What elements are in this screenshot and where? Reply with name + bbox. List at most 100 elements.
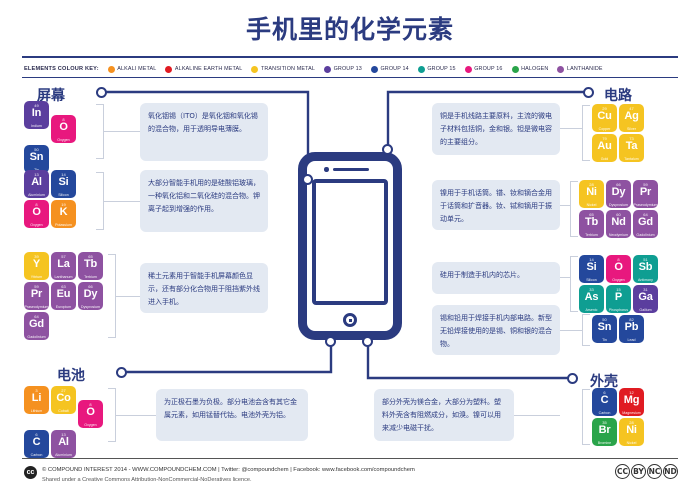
wire-battery (125, 339, 333, 374)
tile-symbol: Ga (638, 291, 653, 303)
bracket-lead-circuitry-chips (560, 277, 570, 278)
tile-name: Tin (24, 168, 49, 172)
tile-name: Bromine (597, 440, 612, 445)
tile-symbol: O (59, 121, 68, 133)
bracket-lead-screen-glass (104, 201, 140, 202)
key-item-halogen: HALOGEN (511, 65, 549, 73)
bracket-screen-rare-earth (108, 254, 116, 338)
tile-row: 33 As Arsenic 15 P Phosphorus 31 Ga Gall… (579, 285, 658, 313)
tile-name: Potassium (55, 222, 72, 227)
node-casing (567, 373, 578, 384)
tile-symbol: La (57, 258, 70, 270)
element-tile: 3 Li Lithium (24, 386, 49, 414)
tile-number: 8 (35, 201, 38, 207)
footer-text: © COMPOUND INTEREST 2014 - WWW.COMPOUNDC… (42, 465, 415, 485)
element-tile: 79 Au Gold (592, 134, 617, 162)
wire-circuitry (386, 90, 589, 152)
tile-number: 29 (602, 105, 607, 111)
text-block-screen-rare-earth: 稀土元素用于智能手机屏幕颜色显示，还有部分化合物用于阻挡紫外线进入手机。 (140, 263, 268, 313)
tile-symbol: Al (58, 436, 69, 448)
key-dot-icon (557, 65, 565, 73)
tile-symbol: Tb (584, 216, 599, 228)
element-tile: 59 Pr Praseodymium (633, 180, 658, 208)
tile-symbol: In (31, 107, 42, 119)
tile-name: Oxygen (612, 277, 625, 282)
element-tile: 59 Pr Praseodymium (24, 282, 49, 310)
key-item-alkali-metal: ALKALI METAL (107, 65, 157, 73)
tileset-screen-ito: 49 In Indium 8 O Oxygen 50 Sn Tin (24, 101, 76, 175)
key-item-group-16: GROUP 16 (464, 65, 503, 73)
tile-name: Gold (600, 156, 609, 161)
tile-symbol: Dy (611, 186, 626, 198)
tile-name: Cobalt (58, 408, 69, 413)
phone-speaker-icon (333, 167, 369, 171)
tile-name: Silver (627, 126, 636, 131)
divider-bottom (22, 77, 678, 78)
tile-number: 19 (61, 201, 66, 207)
tileset-screen-rare-earth: 39 Y Yttrium 57 La Lanthanum 65 Tb Terbi… (24, 252, 103, 342)
divider-top (22, 56, 678, 58)
key-text: GROUP 16 (474, 66, 503, 72)
element-tile: 14 Si Silicon (51, 170, 76, 198)
tile-symbol: Nd (611, 216, 626, 228)
tile-number: 73 (629, 135, 634, 141)
tile-symbol: Gd (29, 318, 44, 330)
key-dot-icon (165, 65, 173, 73)
element-tile: 63 Eu Europium (51, 282, 76, 310)
element-tile: 13 Al Aluminium (24, 170, 49, 198)
tile-symbol: Sn (29, 151, 44, 163)
key-item-alkaline-earth-metal: ALKALINE EARTH METAL (165, 65, 242, 73)
element-tile: 39 Y Yttrium (24, 252, 49, 280)
tile-symbol: Mg (623, 394, 640, 406)
tile-number: 79 (602, 135, 607, 141)
page-title: 手机里的化学元素 (245, 16, 454, 44)
tile-number: 6 (35, 431, 38, 437)
tile-name: Gallium (639, 307, 652, 312)
element-tile: 64 Gd Gadolinium (633, 210, 658, 238)
tile-symbol: As (584, 291, 599, 303)
tile-number: 49 (34, 102, 39, 108)
tile-row: 6 C Carbon 13 Al Aluminium (24, 430, 103, 458)
tile-symbol: K (59, 206, 68, 218)
bracket-circuitry-magnets (570, 181, 578, 237)
tile-number: 28 (589, 181, 594, 187)
tile-number: 59 (34, 283, 39, 289)
key-item-group-15: GROUP 15 (417, 65, 456, 73)
key-text: GROUP 13 (333, 66, 362, 72)
tile-name: Lithium (30, 408, 43, 413)
tile-row: 14 Si Silicon 8 O Oxygen 51 Sb Antimony (579, 255, 658, 283)
element-tile: 6 C Carbon (24, 430, 49, 458)
creative-commons-badge-icon: cc (24, 466, 37, 479)
tile-symbol: Br (598, 424, 611, 436)
tileset-battery: 3 Li Lithium 27 Co Cobalt 8 O Oxygen 6 C… (24, 386, 103, 460)
element-tile: 8 O Oxygen (78, 400, 103, 428)
tile-number: 50 (34, 146, 39, 152)
tile-number: 13 (61, 431, 66, 437)
key-dot-icon (464, 65, 472, 73)
node-battery (116, 367, 127, 378)
tile-row: 28 Ni Nickel 66 Dy Dysprosium 59 Pr Pras… (579, 180, 658, 208)
tile-symbol: Ni (586, 186, 597, 198)
node-screen (96, 87, 107, 98)
tile-symbol: Y (32, 258, 41, 270)
tile-symbol: Pb (624, 321, 639, 333)
tile-name: Nickel (626, 440, 637, 445)
element-tile: 50 Sn Tin (592, 315, 617, 343)
tile-row: 35 Br Bromine 28 Ni Nickel (592, 418, 644, 446)
tile-symbol: Co (56, 392, 71, 404)
tile-number: 65 (88, 253, 93, 259)
element-tile: 47 Ag Silver (619, 104, 644, 132)
tile-row: 50 Sn Tin (24, 145, 76, 173)
element-tile: 31 Ga Gallium (633, 285, 658, 313)
bracket-lead-screen-rare-earth (116, 296, 140, 297)
bracket-lead-screen-ito (104, 131, 140, 132)
key-dot-icon (511, 65, 519, 73)
key-text: TRANSITION METAL (260, 66, 316, 72)
tile-number: 39 (34, 253, 39, 259)
cc-nd-icon: ND (663, 464, 678, 479)
tile-name: Carbon (30, 452, 43, 457)
tile-symbol: Au (597, 140, 612, 152)
tile-row: 65 Tb Terbium 60 Nd Neodymium 64 Gd Gado… (579, 210, 658, 238)
tile-name: Copper (598, 126, 611, 131)
tile-name: Gadolinium (27, 334, 46, 339)
